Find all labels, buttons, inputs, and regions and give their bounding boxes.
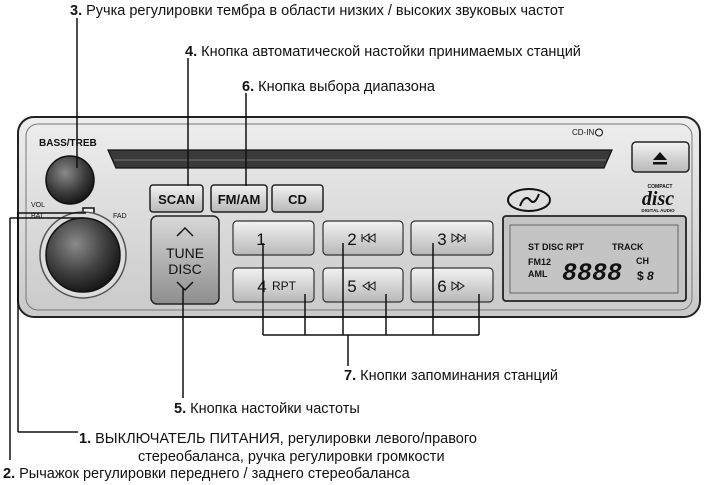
fast-forward-icon xyxy=(451,281,465,291)
lcd-small8: 8 xyxy=(647,269,654,283)
vol-label: VOL xyxy=(31,202,45,209)
chevron-down-icon xyxy=(176,281,194,292)
scan-button[interactable] xyxy=(149,184,204,213)
callout-1-line1: ВЫКЛЮЧАТЕЛЬ ПИТАНИЯ, регулировки левого/… xyxy=(95,431,477,447)
callout-1-number: 1. xyxy=(79,431,92,447)
tune-disc-rocker[interactable] xyxy=(150,215,220,305)
lcd-ch: CH xyxy=(636,256,649,266)
lcd-track: TRACK xyxy=(612,242,644,252)
preset-1-button[interactable] xyxy=(232,220,315,256)
svg-text:COMPACT: COMPACT xyxy=(648,184,673,190)
callout-3-number: 3. xyxy=(70,3,83,19)
lcd-digits: 8888 xyxy=(562,259,622,288)
callout-6-number: 6. xyxy=(242,79,255,95)
lcd-fm12: FM12 xyxy=(528,257,551,267)
tune-label: TUNE xyxy=(166,245,204,261)
svg-text:DIGITAL AUDIO: DIGITAL AUDIO xyxy=(641,208,675,213)
lcd-status-top: ST DISC RPT xyxy=(528,242,585,252)
callout-4-text: Кнопка автоматической настойки принимаем… xyxy=(201,44,581,60)
callout-1-continued: стереобаланса, ручка регулировки громкос… xyxy=(138,449,445,465)
fm-am-button[interactable] xyxy=(210,184,268,213)
callout-7: 7. Кнопки запоминания станций xyxy=(344,368,558,384)
cd-button[interactable] xyxy=(271,184,324,213)
callout-5-number: 5. xyxy=(174,401,187,417)
bal-label: BAL xyxy=(31,213,44,220)
preset-3-label: 3 xyxy=(437,230,446,249)
lcd-aml: AML xyxy=(528,269,548,279)
callout-7-number: 7. xyxy=(344,368,357,384)
cd-label: CD xyxy=(288,192,307,207)
callout-7-text: Кнопки запоминания станций xyxy=(360,368,559,384)
callout-1-line2: стереобаланса, ручка регулировки громкос… xyxy=(138,449,445,465)
callout-2-text: Рычажок регулировки переднего / заднего … xyxy=(19,466,410,482)
cd-slot[interactable] xyxy=(107,149,613,169)
eject-icon xyxy=(653,152,667,165)
fm-am-label: FM/AM xyxy=(218,192,261,207)
cd-in-label: CD-IN xyxy=(572,128,594,137)
fad-label: FAD xyxy=(113,213,127,220)
lcd-s: $ xyxy=(637,269,644,283)
leader-lines xyxy=(9,18,480,460)
callout-1: 1. ВЫКЛЮЧАТЕЛЬ ПИТАНИЯ, регулировки лево… xyxy=(79,431,477,447)
callout-4-number: 4. xyxy=(185,44,198,60)
callout-2-number: 2. xyxy=(3,466,16,482)
preset-4-button[interactable] xyxy=(232,267,315,303)
preset-5-button[interactable] xyxy=(322,267,404,303)
compact-disc-logo: COMPACT disc DIGITAL AUDIO xyxy=(641,184,675,213)
bass-treb-knob[interactable] xyxy=(45,155,95,205)
svg-text:disc: disc xyxy=(642,188,674,210)
callout-2: 2. Рычажок регулировки переднего / задне… xyxy=(3,466,410,482)
volume-knob[interactable] xyxy=(45,217,121,293)
preset-5-label: 5 xyxy=(347,277,356,296)
skip-forward-icon xyxy=(451,233,466,243)
callout-3-text: Ручка регулировки тембра в области низки… xyxy=(86,3,565,19)
preset-6-label: 6 xyxy=(437,277,446,296)
bass-treb-label: BASS/TREB xyxy=(39,138,97,149)
callout-6: 6. Кнопка выбора диапазона xyxy=(242,79,435,95)
rewind-icon xyxy=(362,281,376,291)
callout-6-text: Кнопка выбора диапазона xyxy=(258,79,435,95)
hyundai-logo xyxy=(507,188,551,212)
cd-in-indicator xyxy=(595,128,603,137)
callout-4: 4. Кнопка автоматической настойки приним… xyxy=(185,44,581,60)
faceplate-inner-frame xyxy=(25,123,693,311)
disc-label: DISC xyxy=(168,261,201,277)
preset-4-rpt-label: RPT xyxy=(272,279,297,293)
preset-1-label: 1 xyxy=(256,230,265,249)
lcd-display xyxy=(502,215,687,302)
callout-5: 5. Кнопка настойки частоты xyxy=(174,401,360,417)
preset-2-label: 2 xyxy=(347,230,356,249)
callout-5-text: Кнопка настойки частоты xyxy=(190,401,360,417)
scan-label: SCAN xyxy=(158,192,195,207)
callout-3: 3. Ручка регулировки тембра в области ни… xyxy=(70,3,564,19)
chevron-up-icon xyxy=(176,226,194,237)
skip-back-icon xyxy=(361,233,376,243)
preset-4-label: 4 xyxy=(257,277,266,296)
